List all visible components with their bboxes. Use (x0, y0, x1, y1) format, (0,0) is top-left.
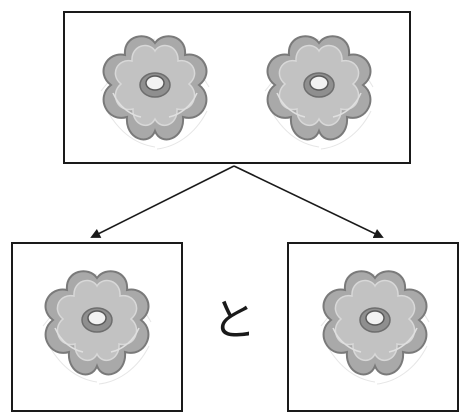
arrow-right-icon (233, 165, 384, 239)
flower-washer-icon (320, 270, 430, 385)
left-frame (11, 242, 183, 412)
flower-washer-icon (42, 270, 152, 385)
split-arrows (90, 165, 384, 239)
top-frame (63, 11, 411, 164)
connector-text: と (212, 295, 256, 346)
right-frame (287, 242, 459, 412)
arrow-left-icon (90, 165, 235, 238)
